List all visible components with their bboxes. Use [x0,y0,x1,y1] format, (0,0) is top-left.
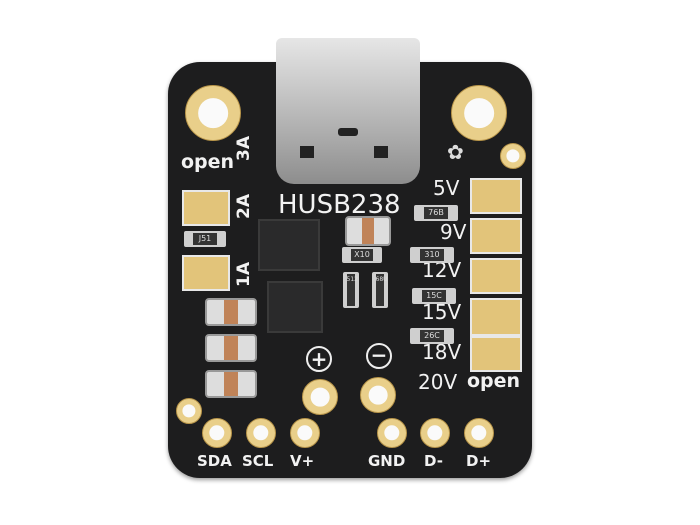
label-2a: 2A [234,194,254,219]
label-open: open [181,151,235,173]
resistor: X10 [342,247,382,263]
resistor: 76B [414,205,458,221]
capacitor [205,298,257,326]
resistor: J51 [184,231,226,247]
plus-icon: + [306,346,332,372]
label-3a: 3A [234,136,254,161]
husb238-chip [258,219,320,271]
jumper-pad-12v [470,258,522,294]
resistor: 26C [410,328,454,344]
capacitor [205,334,257,362]
pin-pad-vplus [290,418,320,448]
power-pad-positive [302,379,338,415]
pin-label-dplus: D+ [466,452,492,470]
jumper-pad-5v [470,178,522,214]
minus-icon: − [366,343,392,369]
pin-label-sda: SDA [197,452,232,470]
pin-label-scl: SCL [242,452,274,470]
usb-c-connector [276,38,420,184]
small-pad [500,143,526,169]
resistor: 310 [410,247,454,263]
regulator-chip [267,281,323,333]
jumper-pad-15v [470,298,522,336]
power-pad-negative [360,377,396,413]
label-9v: 9V [440,220,467,244]
resistor: 68U [372,272,388,308]
jumper-pad-9v [470,218,522,254]
label-5v: 5V [433,176,460,200]
label-12v: 12V [422,258,462,282]
jumper-pad-18v [470,336,522,372]
label-15v: 15V [422,300,462,324]
capacitor [205,370,257,398]
pin-label-dminus: D- [424,452,443,470]
mounting-hole [451,85,507,141]
pin-pad-scl [246,418,276,448]
label-1a: 1A [234,262,254,287]
pin-pad-gnd [377,418,407,448]
label-20v: 20V [418,370,458,394]
pin-pad-sda [202,418,232,448]
label-voltage-open: open [467,370,521,392]
jumper-pad-2a [182,190,230,226]
resistor: 512 [343,272,359,308]
pin-label-vplus: V+ [290,452,315,470]
chip-label: HUSB238 [278,190,401,220]
adafruit-logo-icon: ✿ [447,140,464,164]
jumper-pad-1a [182,255,230,291]
label-18v: 18V [422,340,462,364]
pin-label-gnd: GND [368,452,406,470]
capacitor [345,216,391,246]
small-pad [176,398,202,424]
resistor: 15C [412,288,456,304]
pin-pad-dminus [420,418,450,448]
mounting-hole [185,85,241,141]
pin-pad-dplus [464,418,494,448]
